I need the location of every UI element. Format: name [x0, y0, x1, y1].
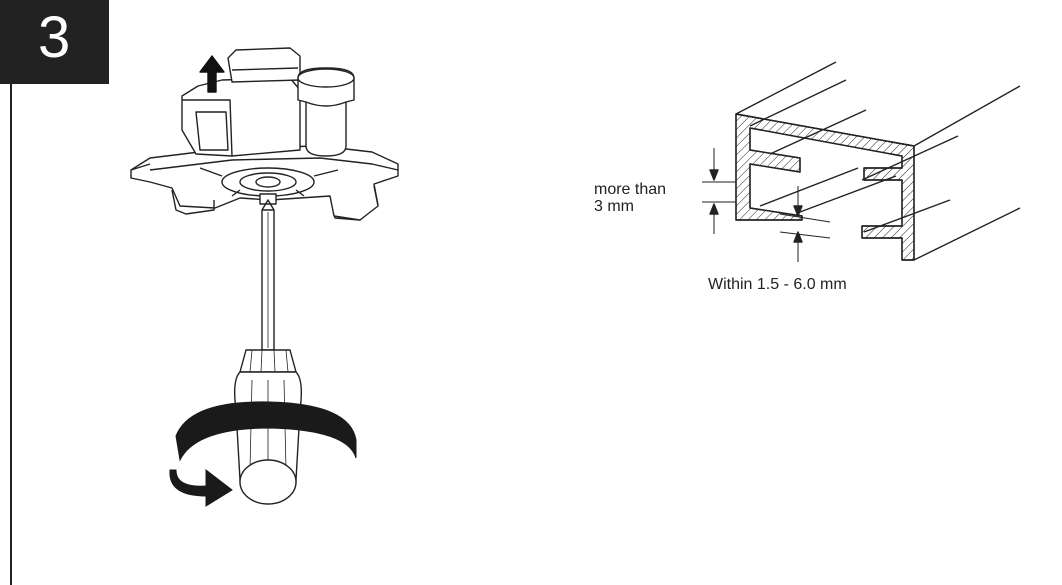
up-arrow-icon	[199, 55, 225, 93]
left-border-rule	[10, 84, 12, 585]
step-badge: 3	[0, 0, 109, 84]
label-3mm: 3 mm	[594, 198, 634, 215]
screwdriver	[233, 199, 303, 505]
label-more-than: more than	[594, 181, 667, 198]
rail-diagram	[702, 61, 1021, 262]
step-number: 3	[38, 5, 71, 70]
label-within-range: Within 1.5 - 6.0 mm	[708, 276, 847, 293]
dimension-arrow-icon	[702, 148, 831, 262]
rotate-arrow-icon	[169, 401, 357, 507]
mount-assembly	[130, 47, 399, 221]
